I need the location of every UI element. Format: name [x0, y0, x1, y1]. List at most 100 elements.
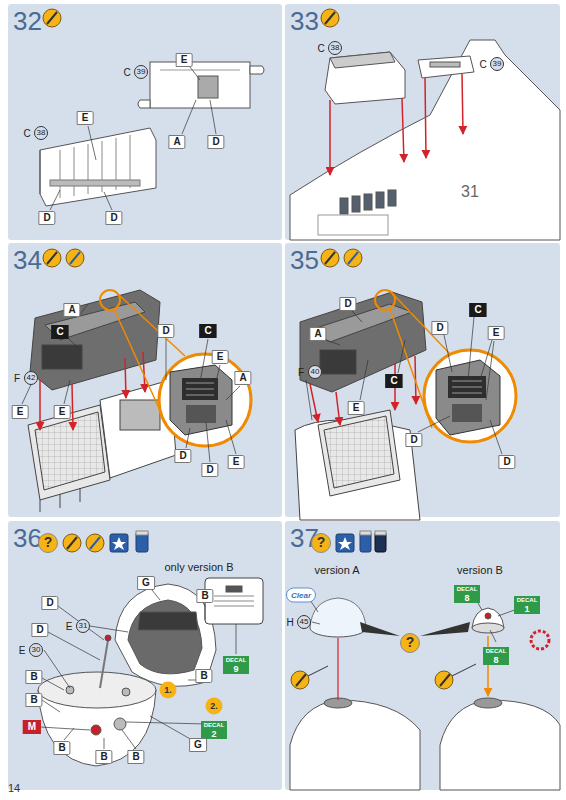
- paint-flag-red: M: [23, 720, 41, 734]
- body-version-a: [290, 598, 420, 790]
- assembly-lines: [291, 598, 520, 700]
- part-c39: [138, 62, 264, 108]
- page-number: 14: [8, 782, 20, 794]
- part-number: 31: [461, 183, 479, 201]
- decal-number: 8: [454, 593, 480, 603]
- decal-tag: DECAL: [454, 585, 480, 593]
- part-number: 30: [29, 643, 43, 657]
- paint-flag: A: [168, 135, 185, 149]
- hull: [290, 40, 560, 240]
- paint-flag: B: [25, 670, 42, 684]
- clear-part-tag: Clear: [286, 588, 316, 603]
- paint-flag: A: [63, 303, 80, 317]
- paint-flag: B: [196, 589, 213, 603]
- paint-flag: D: [431, 321, 448, 335]
- panel-ground: [8, 4, 560, 790]
- paint-flag-black: C: [385, 374, 402, 388]
- part-number: 45: [297, 615, 311, 629]
- part-letter: C: [123, 67, 130, 78]
- part-letter: C: [23, 128, 30, 139]
- option-icon: ?: [38, 533, 58, 553]
- paint-flag: E: [12, 405, 29, 419]
- leader-lines: [22, 304, 240, 462]
- paint-flag: G: [137, 576, 155, 590]
- part-letter: C: [479, 59, 486, 70]
- detail-zoom: [375, 290, 516, 442]
- step-panel: 37: [285, 521, 560, 790]
- step-number: 32: [13, 6, 42, 36]
- part-number: 39: [134, 65, 148, 79]
- paint-flag: D: [339, 297, 356, 311]
- paint-flag: E: [228, 455, 245, 469]
- paint-flag: D: [31, 623, 48, 637]
- paint-flag: B: [95, 750, 112, 764]
- paint-flag: D: [105, 211, 122, 225]
- paint-flag: E: [176, 53, 193, 67]
- paint-flag: D: [157, 324, 174, 338]
- version-note: version A: [314, 564, 359, 576]
- assembly-arrows: [330, 74, 463, 175]
- decal-tag: DECAL: [223, 656, 249, 664]
- paint-flag: D: [174, 449, 191, 463]
- decal-number: 9: [223, 664, 249, 674]
- part-letter: E: [19, 645, 26, 656]
- assembly-arrows: [40, 352, 145, 430]
- paint-flag: D: [207, 135, 224, 149]
- paint-flag: D: [201, 463, 218, 477]
- paint-flag: E: [212, 350, 229, 364]
- assembly-arrows: [310, 356, 416, 425]
- paint-flag: D: [38, 211, 55, 225]
- part-letter: E: [66, 621, 73, 632]
- part-letter: C: [317, 43, 324, 54]
- step-order: 2.: [206, 698, 223, 715]
- part-number: 38: [328, 41, 342, 55]
- decal-tag: DECAL: [514, 596, 540, 604]
- paint-flag: E: [348, 401, 365, 415]
- step-panel: 33: [285, 4, 560, 240]
- turret: [28, 290, 176, 512]
- part-number: 40: [308, 365, 322, 379]
- step-number: 36: [13, 523, 42, 553]
- paint-flag: B: [127, 750, 144, 764]
- part-number: 42: [24, 371, 38, 385]
- paint-flag: D: [41, 596, 58, 610]
- paint-flag: B: [25, 693, 42, 707]
- part-c38: [40, 128, 156, 206]
- option-icon: ?: [400, 633, 420, 653]
- paint-flag: A: [234, 371, 251, 385]
- paint-flag-black: C: [199, 324, 216, 338]
- part-letter: F: [14, 373, 20, 384]
- part-number: 39: [490, 57, 504, 71]
- version-note: version B: [457, 564, 503, 576]
- part-letter: F: [298, 367, 304, 378]
- paint-flag: B: [53, 741, 70, 755]
- part-number: 31: [76, 619, 90, 633]
- paint-flag: D: [498, 455, 515, 469]
- part-number: 38: [34, 126, 48, 140]
- leader-lines: [306, 311, 502, 454]
- part-letter: H: [286, 617, 293, 628]
- step-number: 33: [290, 6, 319, 36]
- paint-flag: E: [54, 405, 71, 419]
- step-order: 1.: [160, 682, 177, 699]
- leader-lines: [40, 590, 236, 749]
- step-panel: 32: [8, 4, 282, 240]
- decal-number: 8: [483, 655, 509, 665]
- paint-flag: B: [195, 669, 212, 683]
- step-number: 34: [13, 245, 42, 275]
- step-panel: 35: [285, 243, 560, 517]
- paint-flag: D: [405, 433, 422, 447]
- decal-tag: DECAL: [201, 721, 227, 729]
- paint-flag-black: C: [469, 303, 486, 317]
- paint-flag-black: C: [51, 325, 68, 339]
- body-version-b: [440, 608, 560, 790]
- turret: [295, 292, 426, 520]
- dome-parts: [38, 578, 263, 766]
- paint-flag: E: [488, 326, 505, 340]
- step-number: 35: [290, 245, 319, 275]
- option-icon: ?: [311, 533, 331, 553]
- paint-flag: A: [309, 327, 326, 341]
- paint-flag: G: [189, 738, 207, 752]
- decal-tag: DECAL: [483, 647, 509, 655]
- detail-zoom: [100, 290, 251, 446]
